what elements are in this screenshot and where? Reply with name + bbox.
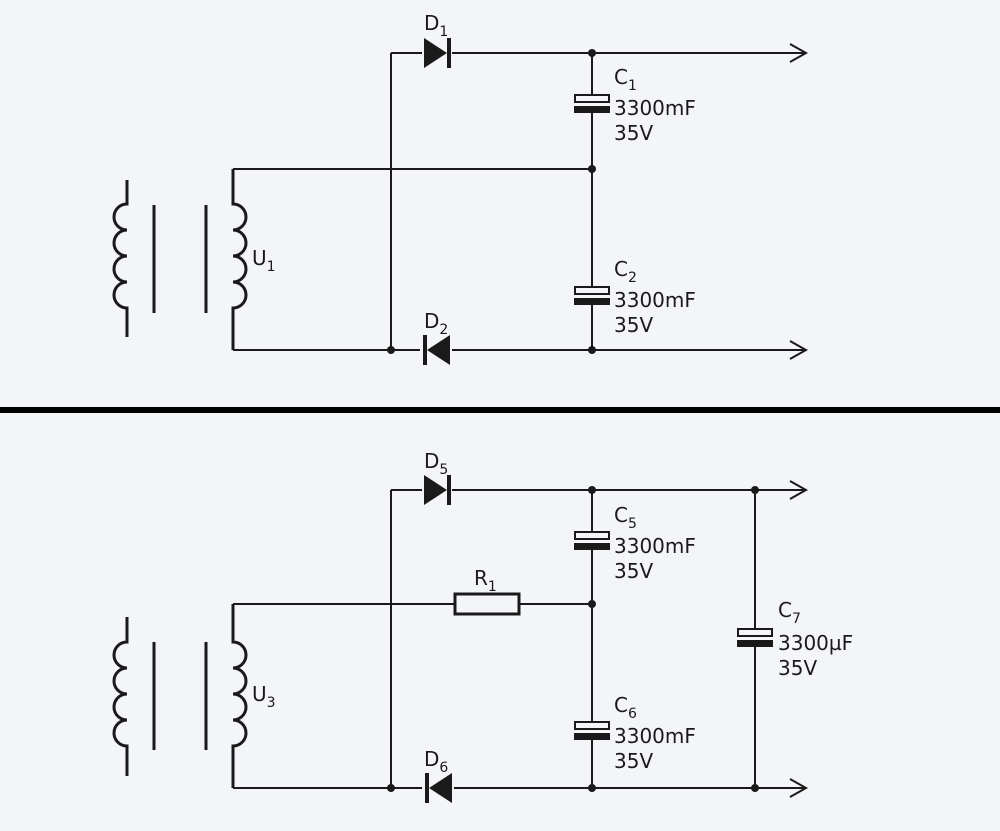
label-c7: C7 [778,598,801,627]
secondary-winding [231,169,248,350]
label-c5-value: 3300mF [614,534,696,558]
output-arrow-bottom [789,778,809,798]
capacitor-c6 [574,721,610,740]
resistor-r1 [453,592,521,616]
label-d1: D1 [424,11,448,40]
label-c2-voltage: 35V [614,313,653,337]
label-d5: D5 [424,449,448,478]
junction-dot [751,784,759,792]
label-c2-value: 3300mF [614,288,696,312]
label-c1-voltage: 35V [614,121,653,145]
label-c6-value: 3300mF [614,724,696,748]
label-c1-value: 3300mF [614,96,696,120]
capacitor-c2 [574,286,610,305]
junction-dot [588,49,596,57]
junction-dot [387,784,395,792]
junction-dot [387,346,395,354]
capacitor-c5 [574,531,610,550]
diode-d2 [423,335,450,365]
junction-dot [588,600,596,608]
junction-dot [588,346,596,354]
primary-winding [112,617,129,776]
top-circuit: D1 D2 U1 C1 3300mF 35V C2 3300mF 35V [112,11,809,365]
label-c2: C2 [614,257,637,286]
diode-d6 [425,773,452,803]
label-c1: C1 [614,65,637,94]
capacitor-c7 [737,628,773,647]
label-c7-value: 3300µF [778,631,853,655]
junction-dot [588,165,596,173]
junction-dot [588,784,596,792]
output-arrow-bottom [789,340,809,360]
label-c5-voltage: 35V [614,559,653,583]
top-wires [233,52,805,351]
label-d2: D2 [424,309,448,338]
label-c6: C6 [614,693,637,722]
label-r1: R1 [474,566,497,595]
label-c7-voltage: 35V [778,656,817,680]
label-u1: U1 [252,246,276,275]
diode-d5 [424,475,451,505]
primary-winding [112,180,129,337]
diode-d1 [424,38,451,68]
output-arrow-top [789,480,809,500]
label-d6: D6 [424,747,448,776]
output-arrow-top [789,43,809,63]
label-c5: C5 [614,503,637,532]
transformer-u1 [112,169,248,350]
transformer-u3 [112,604,248,788]
label-c6-voltage: 35V [614,749,653,773]
bottom-wires [233,489,805,789]
secondary-winding [231,604,248,788]
junction-dot [588,486,596,494]
capacitor-c1 [574,94,610,113]
bottom-circuit: D5 D6 R1 U3 C5 3300mF 35V C6 3300mF 35V … [112,449,853,803]
junction-dot [751,486,759,494]
label-u3: U3 [252,682,276,711]
